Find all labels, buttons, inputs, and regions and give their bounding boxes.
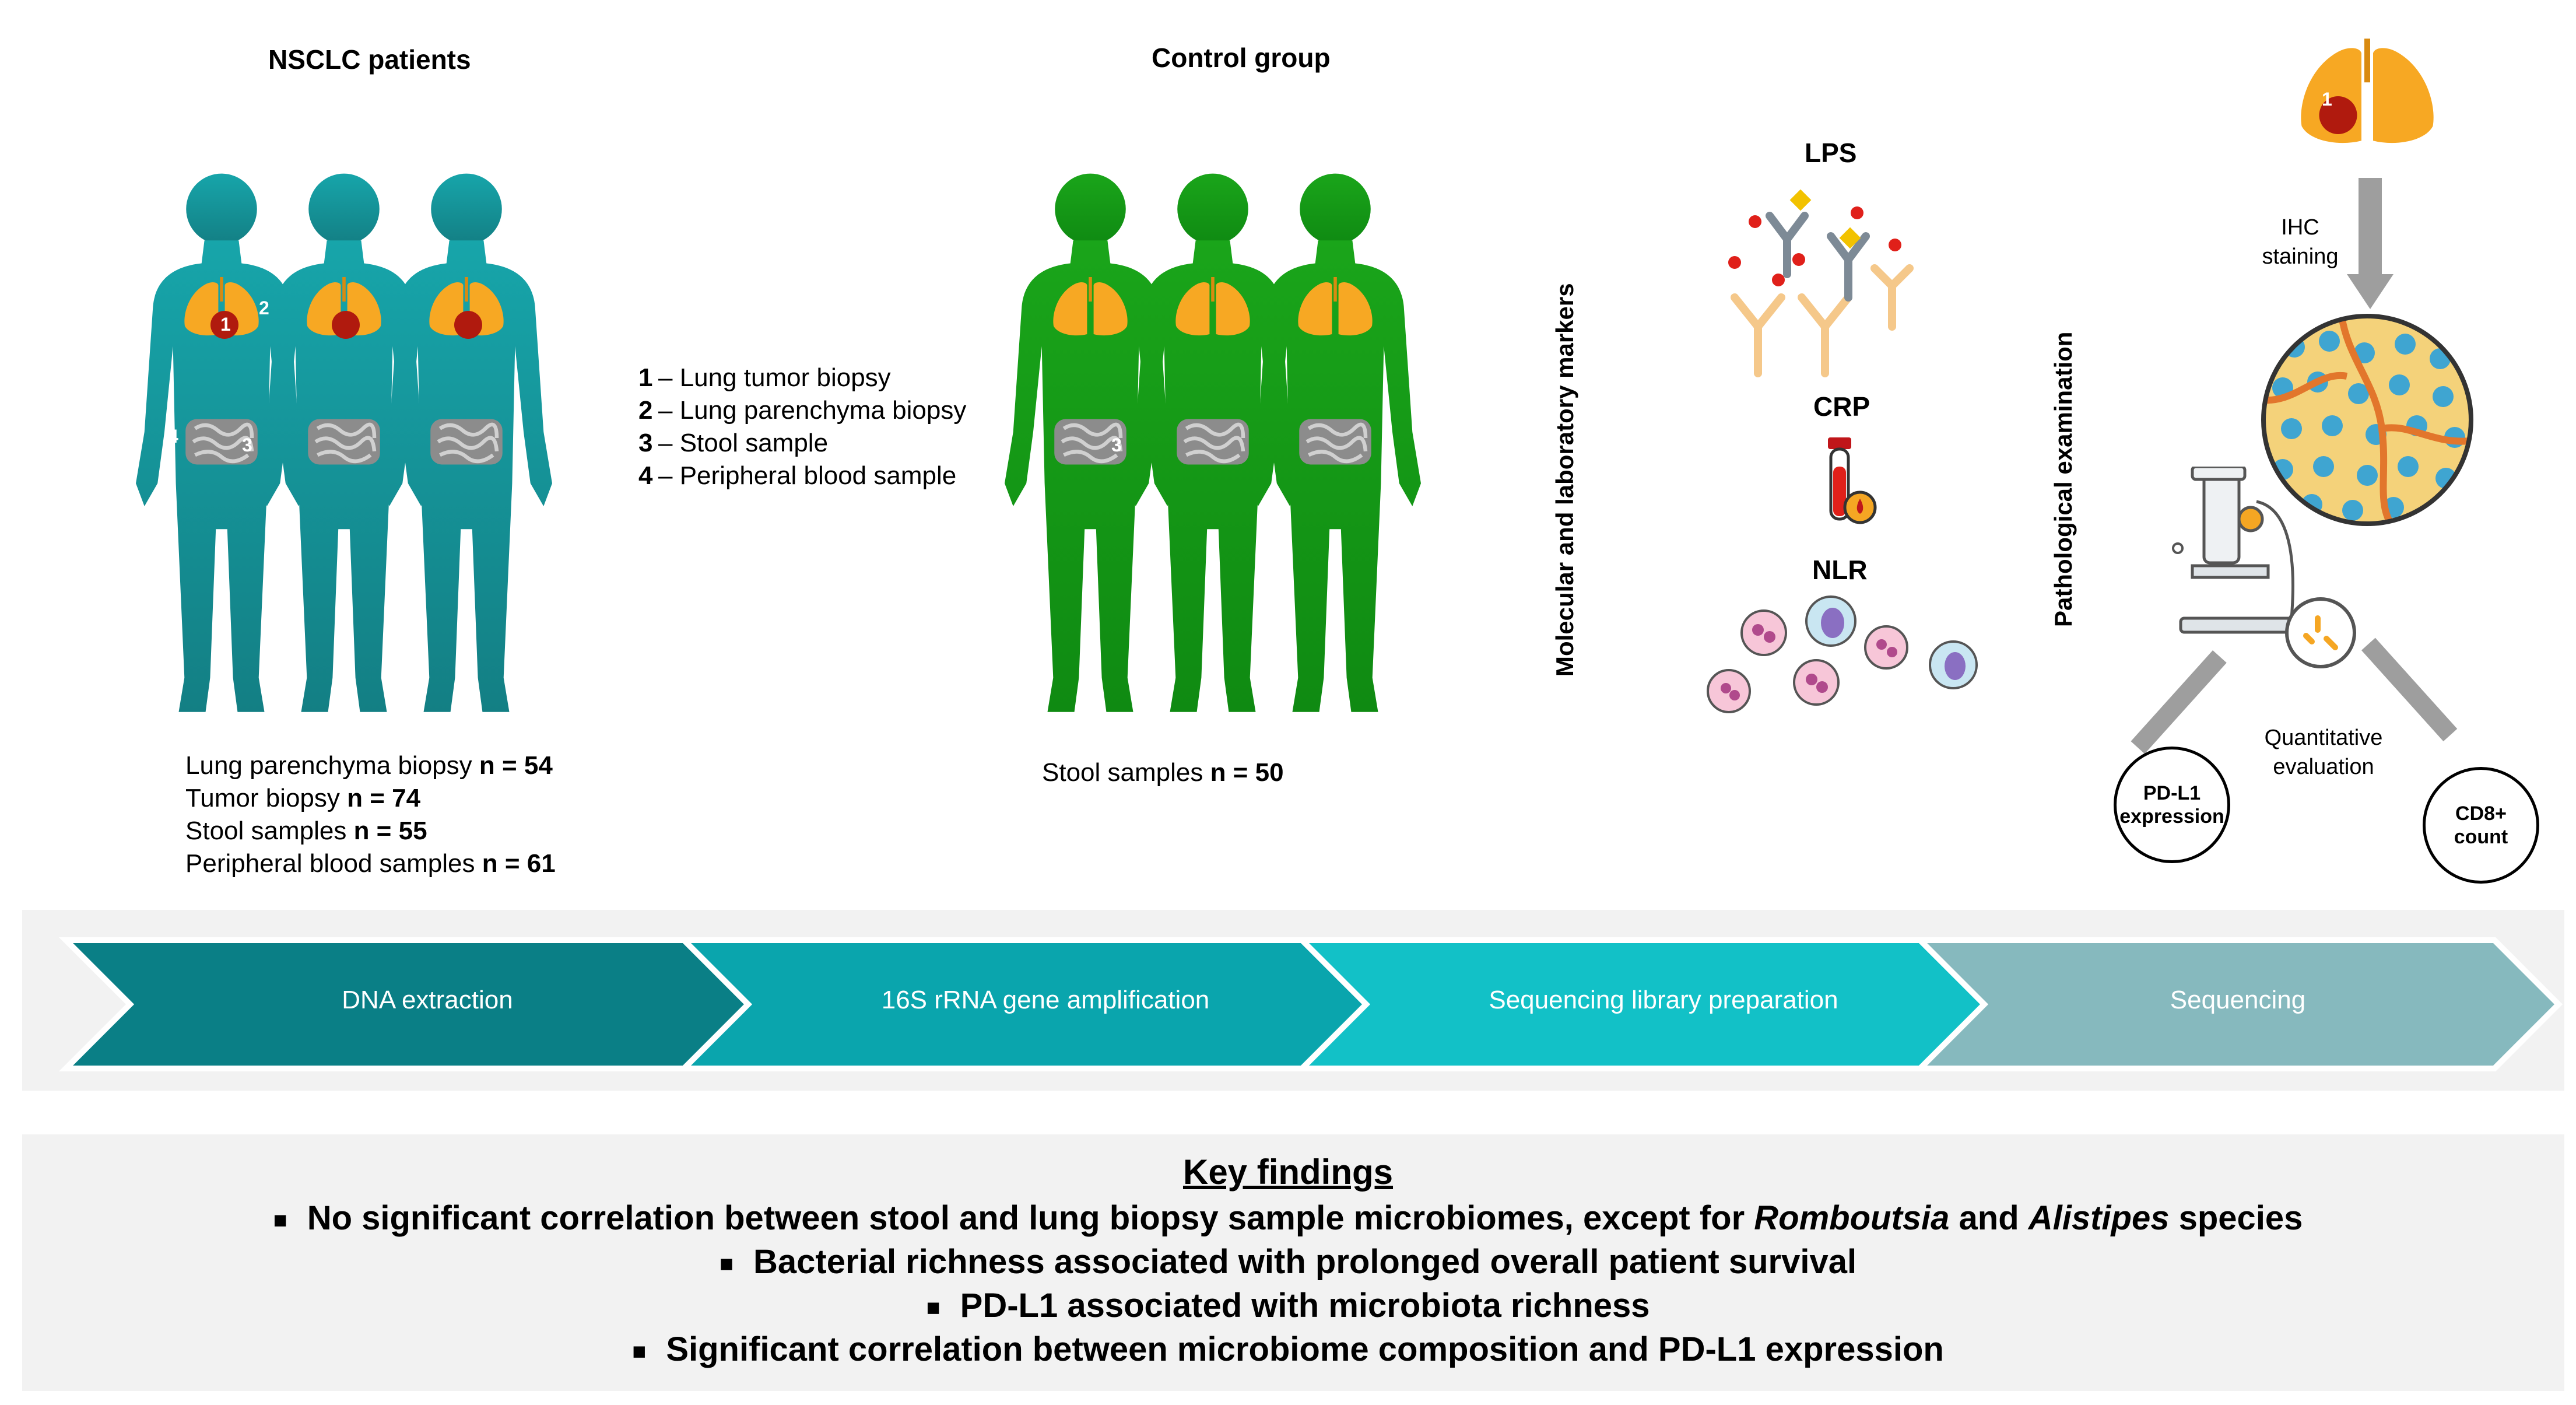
ihc-arrowhead [2347,274,2393,309]
marker-2: 2 [259,297,269,318]
pipeline-step-library-preparation: Sequencing library preparation [1489,986,1838,1014]
microscope-icon [2172,467,2311,634]
blood-tube-icon [1828,437,1877,524]
key-findings-title: Key findings [1182,1152,1394,1192]
arrow-to-pdl1 [2131,650,2227,754]
ihc-arrow [2359,178,2382,277]
control-marker-3: 3 [1111,435,1122,456]
ihc-label: IHC staining [2262,215,2339,269]
lung-marker-1: 1 [2322,89,2332,110]
pipeline-arrows [58,937,2563,1071]
sample-count: Peripheral blood samples n = 61 [185,849,556,878]
pipeline-panel: DNA extraction 16S rRNA gene amplificati… [22,910,2564,1091]
sample-count: Lung parenchyma biopsy n = 54 [185,751,553,780]
molecular-markers-label: Molecular and laboratory markers [1551,283,1578,677]
nlr-label: NLR [1812,555,1868,585]
pipeline-step-sequencing: Sequencing [2170,986,2306,1014]
legend-item: 3– Stool sample [638,429,829,457]
legend-item: 4– Peripheral blood sample [638,461,957,490]
finding-1: ■No significant correlation between stoo… [273,1199,2303,1237]
pipeline-step-16s-amplification: 16S rRNA gene amplification [881,986,1210,1014]
sample-count: Stool samples n = 55 [185,817,427,845]
finding-3: ■PD-L1 associated with microbiota richne… [926,1287,1650,1325]
marker-3: 3 [242,435,252,456]
nsclc-patients-illustration [136,173,552,712]
finding-2: ■Bacterial richness associated with prol… [719,1243,1857,1281]
lung-tumor-icon [2301,38,2434,143]
quantitative-evaluation-label: Quantitative evaluation [2264,726,2383,779]
lps-label: LPS [1805,138,1857,168]
marker-4: 4 [168,426,178,447]
marker-1: 1 [220,314,231,335]
nsclc-sample-counts: Lung parenchyma biopsy n = 54 Tumor biop… [185,749,556,880]
legend-item: 2– Lung parenchyma biopsy [638,396,967,425]
tissue-micrograph-icon [2261,314,2473,526]
cd8-count-circle: CD8+count [2423,767,2539,884]
finding-4: ■Significant correlation between microbi… [632,1330,1944,1368]
evaluation-icon [2285,597,2356,668]
control-group-illustration [1005,173,1421,712]
control-sample-count: Stool samples n = 50 [1042,758,1284,787]
lps-antibody-icon [1728,189,1914,377]
pathology-label: Pathological examination [2049,331,2077,627]
blood-cells-icon [1707,595,1978,713]
sample-count: Tumor biopsy n = 74 [185,784,421,812]
legend: 1– Lung tumor biopsy 2– Lung parenchyma … [638,362,966,492]
pipeline-step-arrow [1912,937,2563,1071]
nsclc-title: NSCLC patients [268,44,471,75]
control-title: Control group [1152,43,1331,73]
crp-label: CRP [1813,391,1870,422]
key-findings-panel [22,1134,2564,1391]
legend-item: 1– Lung tumor biopsy [638,363,891,392]
pipeline-step-dna-extraction: DNA extraction [342,986,513,1014]
